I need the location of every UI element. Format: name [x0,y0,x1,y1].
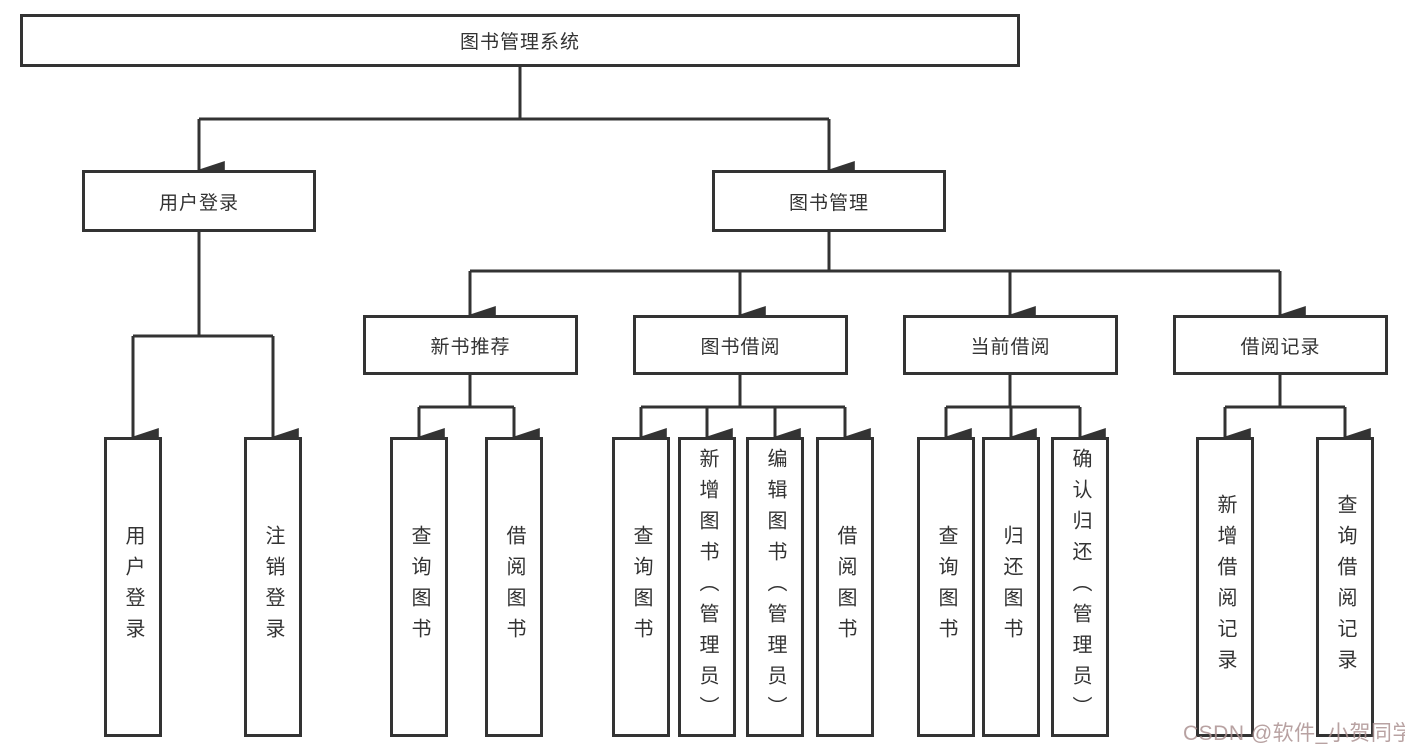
node-leaf-return-books: 归还图书 [982,437,1040,737]
node-leaf-query-books: 查询图书 [612,437,670,737]
node-label: 确认归还（管理员） [1069,447,1091,727]
node-leaf-borrow-books: 借阅图书 [485,437,543,737]
node-leaf-add-borrow-record: 新增借阅记录 [1196,437,1254,737]
node-leaf-borrow-books: 借阅图书 [816,437,874,737]
node-leaf-confirm-return-admin: 确认归还（管理员） [1051,437,1109,737]
node-current-borrowing: 当前借阅 [903,315,1118,375]
node-label: 用户登录 [158,192,239,214]
node-label: 查询图书 [630,525,652,649]
node-leaf-logout: 注销登录 [244,437,302,737]
node-library-management-system: 图书管理系统 [20,14,1020,67]
node-label: 借阅图书 [503,525,525,649]
node-book-management: 图书管理 [712,170,946,232]
node-label: 图书管理系统 [459,32,580,53]
node-leaf-query-books: 查询图书 [917,437,975,737]
node-label: 查询图书 [935,525,957,649]
node-label: 借阅图书 [834,525,856,649]
node-book-borrowing: 图书借阅 [633,315,848,375]
node-leaf-user-login: 用户登录 [104,437,162,737]
node-new-book-recommendation: 新书推荐 [363,315,578,375]
node-label: 注销登录 [262,525,284,649]
node-label: 新增借阅记录 [1214,494,1236,680]
node-label: 新书推荐 [430,336,511,358]
node-label: 图书管理 [788,192,869,214]
node-label: 当前借阅 [970,336,1051,358]
node-leaf-edit-books-admin: 编辑图书（管理员） [746,437,804,737]
node-label: 图书借阅 [700,336,781,358]
node-leaf-query-books: 查询图书 [390,437,448,737]
node-label: 借阅记录 [1240,336,1321,358]
node-label: 归还图书 [1000,525,1022,649]
node-label: 编辑图书（管理员） [764,447,786,727]
node-borrowing-records: 借阅记录 [1173,315,1388,375]
node-label: 查询图书 [408,525,430,649]
node-leaf-query-borrow-record: 查询借阅记录 [1316,437,1374,737]
node-user-login: 用户登录 [82,170,316,232]
node-label: 用户登录 [122,525,144,649]
node-label: 查询借阅记录 [1334,494,1356,680]
watermark: CSDN @软件_小贺同学 [1183,722,1405,745]
node-leaf-add-books-admin: 新增图书（管理员） [678,437,736,737]
node-label: 新增图书（管理员） [696,447,718,727]
